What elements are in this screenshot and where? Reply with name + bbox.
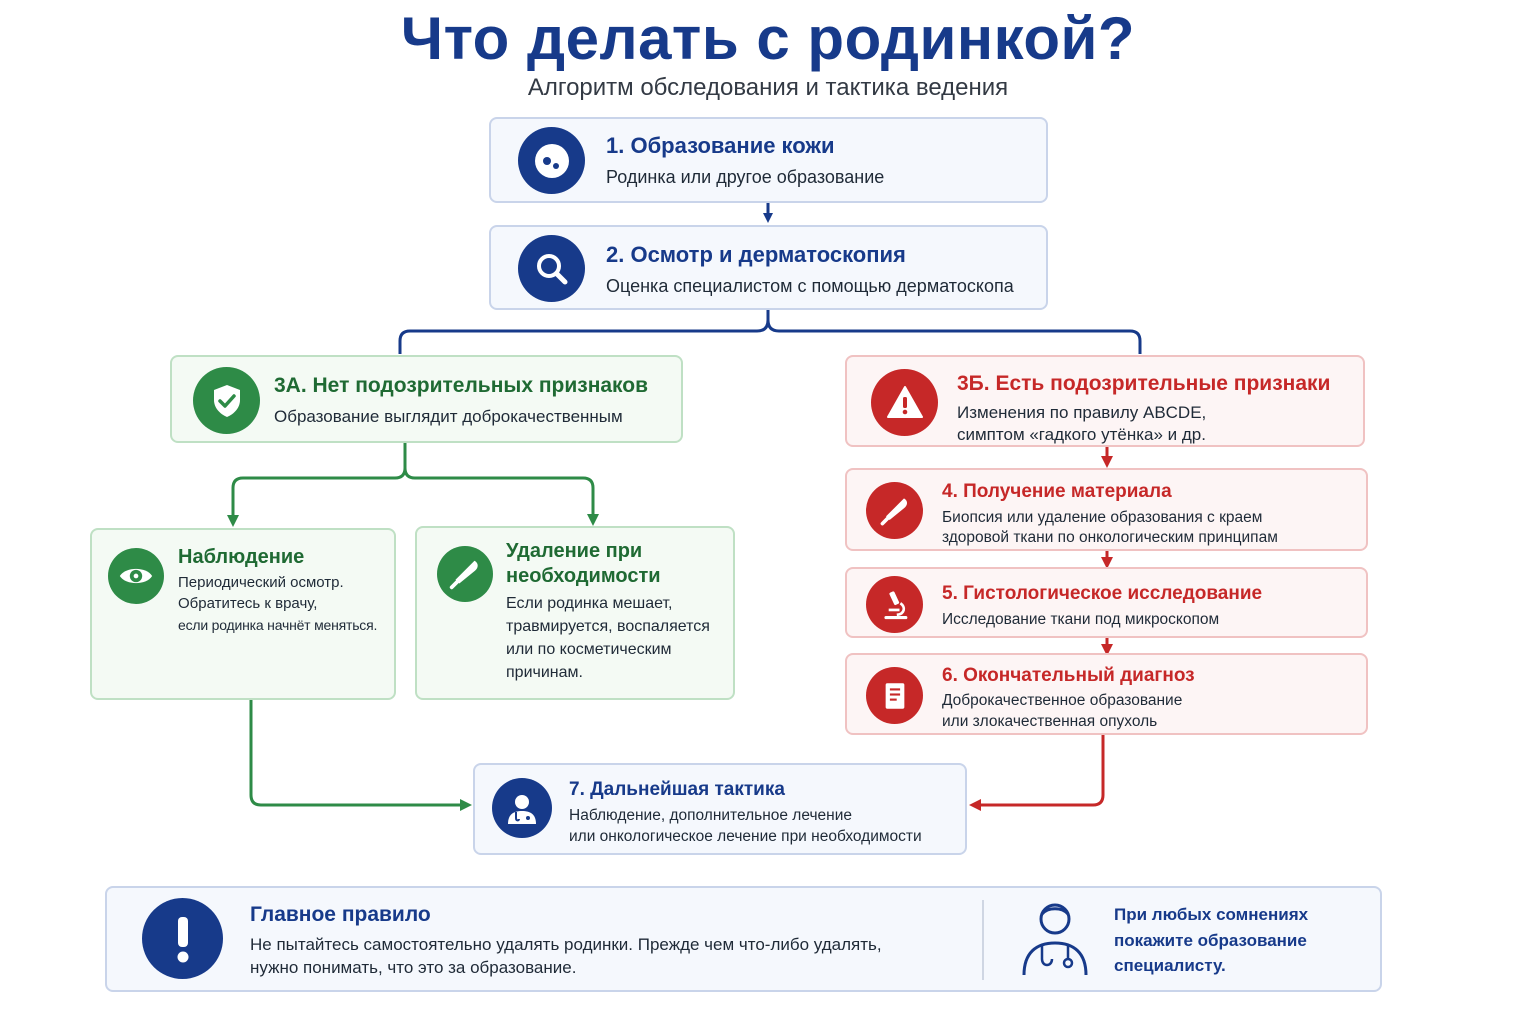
step-benign-text: Образование выглядит доброкачественным xyxy=(274,407,623,426)
removal-text-2: травмируется, воспаляется xyxy=(506,618,710,635)
microscope-icon xyxy=(866,576,923,633)
main-rule-title: Главное правило xyxy=(250,903,431,926)
removal-text-4: причинам. xyxy=(506,664,583,681)
arrow-diagnosis-tactics xyxy=(969,735,1105,811)
rule-divider xyxy=(982,900,984,980)
magnifier-icon xyxy=(518,235,585,302)
shield-check-icon xyxy=(193,367,260,434)
branch-exam-split xyxy=(398,310,1142,354)
report-icon xyxy=(866,667,923,724)
step-diagnosis-title: 6. Окончательный диагноз xyxy=(942,665,1195,686)
step-histology-text: Исследование ткани под микроскопом xyxy=(942,611,1220,628)
observation-text-2: Обратитесь к врачу, xyxy=(178,595,318,612)
rule-note-1: При любых сомнениях xyxy=(1114,905,1309,924)
observation-text-3: если родинка начнёт меняться. xyxy=(178,617,378,633)
step-histology-box: 5. Гистологическое исследование Исследов… xyxy=(845,567,1368,638)
page-title: Что делать с родинкой? xyxy=(400,5,1136,72)
mole-icon xyxy=(518,127,585,194)
step-suspicious-text-2: симптом «гадкого утёнка» и др. xyxy=(957,425,1206,444)
observation-title: Наблюдение xyxy=(178,546,305,568)
step-exam-title: 2. Осмотр и дерматоскопия xyxy=(606,242,906,267)
step-skin-text: Родинка или другое образование xyxy=(606,167,885,187)
observation-box: Наблюдение Периодический осмотр. Обратит… xyxy=(90,528,396,700)
step-diagnosis-text-1: Доброкачественное образование xyxy=(942,692,1183,709)
eye-icon xyxy=(108,548,164,604)
main-rule-text-1: Не пытайтесь самостоятельно удалять роди… xyxy=(250,935,882,954)
step-biopsy-title: 4. Получение материала xyxy=(942,481,1172,502)
scalpel-icon xyxy=(437,546,493,602)
step-suspicious-title: 3Б. Есть подозрительные признаки xyxy=(957,372,1331,395)
observation-text-1: Периодический осмотр. xyxy=(178,574,344,591)
removal-box: Удаление при необходимости Если родинка … xyxy=(415,526,735,700)
main-rule-text-2: нужно понимать, что это за образование. xyxy=(250,958,577,977)
step-suspicious-text-1: Изменения по правилу ABCDE, xyxy=(957,403,1207,422)
step-suspicious-box: 3Б. Есть подозрительные признаки Изменен… xyxy=(845,355,1365,447)
step-biopsy-box: 4. Получение материала Биопсия или удале… xyxy=(845,468,1368,551)
step-tactics-text-1: Наблюдение, дополнительное лечение xyxy=(569,807,852,824)
exclamation-icon xyxy=(142,898,223,979)
step-biopsy-text-2: здоровой ткани по онкологическим принцип… xyxy=(942,529,1278,546)
step-benign-title: 3А. Нет подозрительных признаков xyxy=(274,374,649,397)
step-tactics-box: 7. Дальнейшая тактика Наблюдение, дополн… xyxy=(473,763,967,855)
rule-note-3: специалисту. xyxy=(1114,956,1226,975)
warning-icon xyxy=(871,369,938,436)
step-exam-box: 2. Осмотр и дерматоскопия Оценка специал… xyxy=(489,225,1048,310)
step-diagnosis-text-2: или злокачественная опухоль xyxy=(942,713,1158,730)
removal-text-1: Если родинка мешает, xyxy=(506,595,673,612)
scalpel-icon xyxy=(866,482,923,539)
step-diagnosis-box: 6. Окончательный диагноз Доброкачественн… xyxy=(845,653,1368,735)
step-skin-title: 1. Образование кожи xyxy=(606,133,835,158)
step-biopsy-text-1: Биопсия или удаление образования с краем xyxy=(942,509,1263,526)
doctor-outline-icon xyxy=(1018,897,1092,979)
branch-benign-split xyxy=(231,443,593,520)
main-rule-panel: Главное правило Не пытайтесь самостоятел… xyxy=(105,886,1382,992)
step-skin-box: 1. Образование кожи Родинка или другое о… xyxy=(489,117,1048,203)
removal-title-2: необходимости xyxy=(506,565,661,587)
step-exam-text: Оценка специалистом с помощью дерматоско… xyxy=(606,276,1014,296)
page-subtitle: Алгоритм обследования и тактика ведения xyxy=(527,74,1009,101)
arrow-observation-tactics xyxy=(249,700,472,811)
doctor-icon xyxy=(492,778,552,838)
step-tactics-text-2: или онкологическое лечение при необходим… xyxy=(569,828,922,845)
step-histology-title: 5. Гистологическое исследование xyxy=(942,583,1263,604)
removal-title-1: Удаление при xyxy=(506,540,643,562)
step-benign-box: 3А. Нет подозрительных признаков Образов… xyxy=(170,355,683,443)
step-tactics-title: 7. Дальнейшая тактика xyxy=(569,779,785,800)
rule-note-2: покажите образование xyxy=(1114,931,1307,950)
removal-text-3: или по косметическим xyxy=(506,641,672,658)
